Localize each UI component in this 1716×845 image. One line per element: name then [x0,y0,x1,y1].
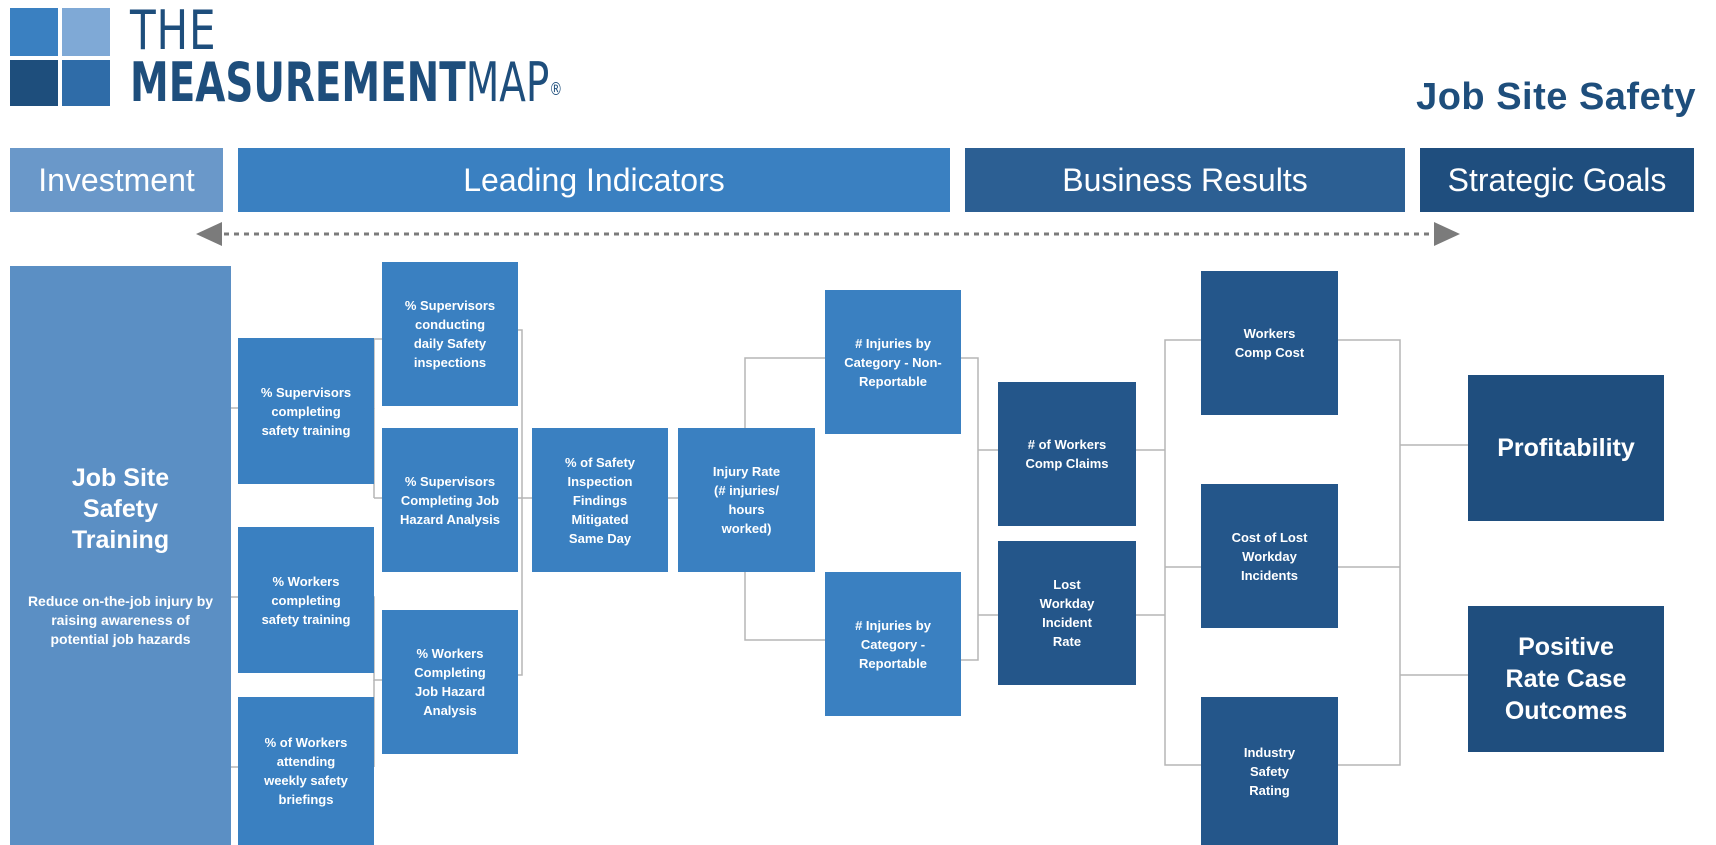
investment-box: Job Site Safety Training Reduce on-the-j… [10,266,231,845]
goal-positive-rate-case: Positive Rate Case Outcomes [1468,606,1664,752]
node-findings-mitigated: % of Safety Inspection Findings Mitigate… [532,428,668,572]
logo-square-1 [10,8,58,56]
node-lost-workday-cost: Cost of Lost Workday Incidents [1201,484,1338,628]
band-leading-indicators: Leading Indicators [238,148,950,212]
band-investment: Investment [10,148,223,212]
node-injuries-reportable: # Injuries by Category - Reportable [825,572,961,716]
investment-description: Reduce on-the-job injury by raising awar… [27,592,214,647]
node-injury-rate: Injury Rate (# injuries/ hours worked) [678,428,815,572]
goal-profitability: Profitability [1468,375,1664,521]
band-business-results: Business Results [965,148,1405,212]
node-injuries-nonreportable: # Injuries by Category - Non-Reportable [825,290,961,434]
logo-square-2 [62,8,110,56]
node-workers-briefings: % of Workers attending weekly safety bri… [238,697,374,845]
node-workers-jha: % Workers Completing Job Hazard Analysis [382,610,518,754]
timeline-arrow [196,222,1460,246]
band-strategic-goals: Strategic Goals [1420,148,1694,212]
investment-title: Job Site Safety Training [71,463,170,554]
node-supervisors-jha: % Supervisors Completing Job Hazard Anal… [382,428,518,572]
node-industry-rating: Industry Safety Rating [1201,697,1338,845]
node-workers-training: % Workers completing safety training [238,527,374,673]
node-supervisors-training: % Supervisors completing safety training [238,338,374,484]
node-comp-cost: Workers Comp Cost [1201,271,1338,415]
logo-text-measurement-map: MEASUREMENTMAP® [130,51,563,114]
node-comp-claims: # of Workers Comp Claims [998,382,1136,526]
node-lost-workday-rate: Lost Workday Incident Rate [998,541,1136,685]
node-supervisors-inspections: % Supervisors conducting daily Safety in… [382,262,518,406]
logo-square-4 [62,60,110,106]
logo-text-the: THE [130,0,217,62]
page-title: Job Site Safety [1416,76,1696,118]
logo-square-3 [10,60,58,106]
